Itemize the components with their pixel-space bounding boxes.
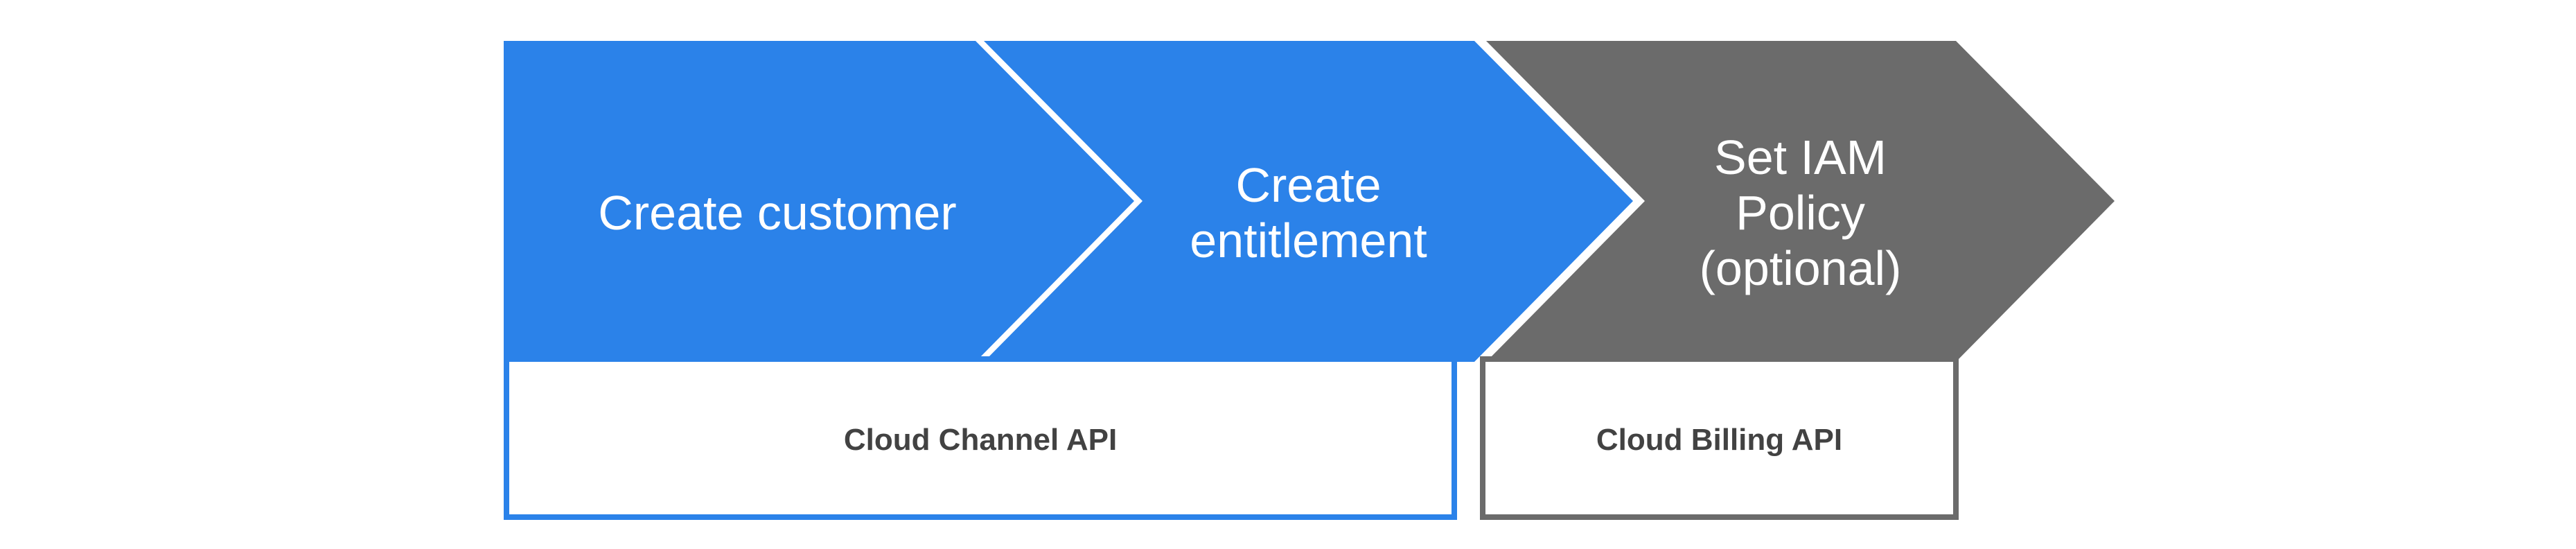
step-label-set-iam-policy: Set IAM Policy (optional) [1700, 107, 1902, 296]
step-label-line: (optional) [1699, 241, 1902, 295]
cloud-channel-api-label: Cloud Channel API [843, 423, 1118, 457]
step-label-create-entitlement: Create entitlement [1190, 135, 1427, 268]
step-label-create-customer: Create customer [598, 163, 1039, 241]
cloud-billing-api-box: Cloud Billing API [1480, 356, 1959, 520]
step-label-line: Create customer [598, 185, 957, 240]
step-label-line: Create [1235, 157, 1382, 212]
step-label-line: Set IAM [1714, 130, 1887, 184]
cloud-billing-api-label: Cloud Billing API [1596, 423, 1843, 457]
step-label-line: Policy [1736, 185, 1865, 240]
cloud-channel-api-box: Cloud Channel API [504, 356, 1457, 520]
step-label-line: entitlement [1190, 213, 1427, 268]
